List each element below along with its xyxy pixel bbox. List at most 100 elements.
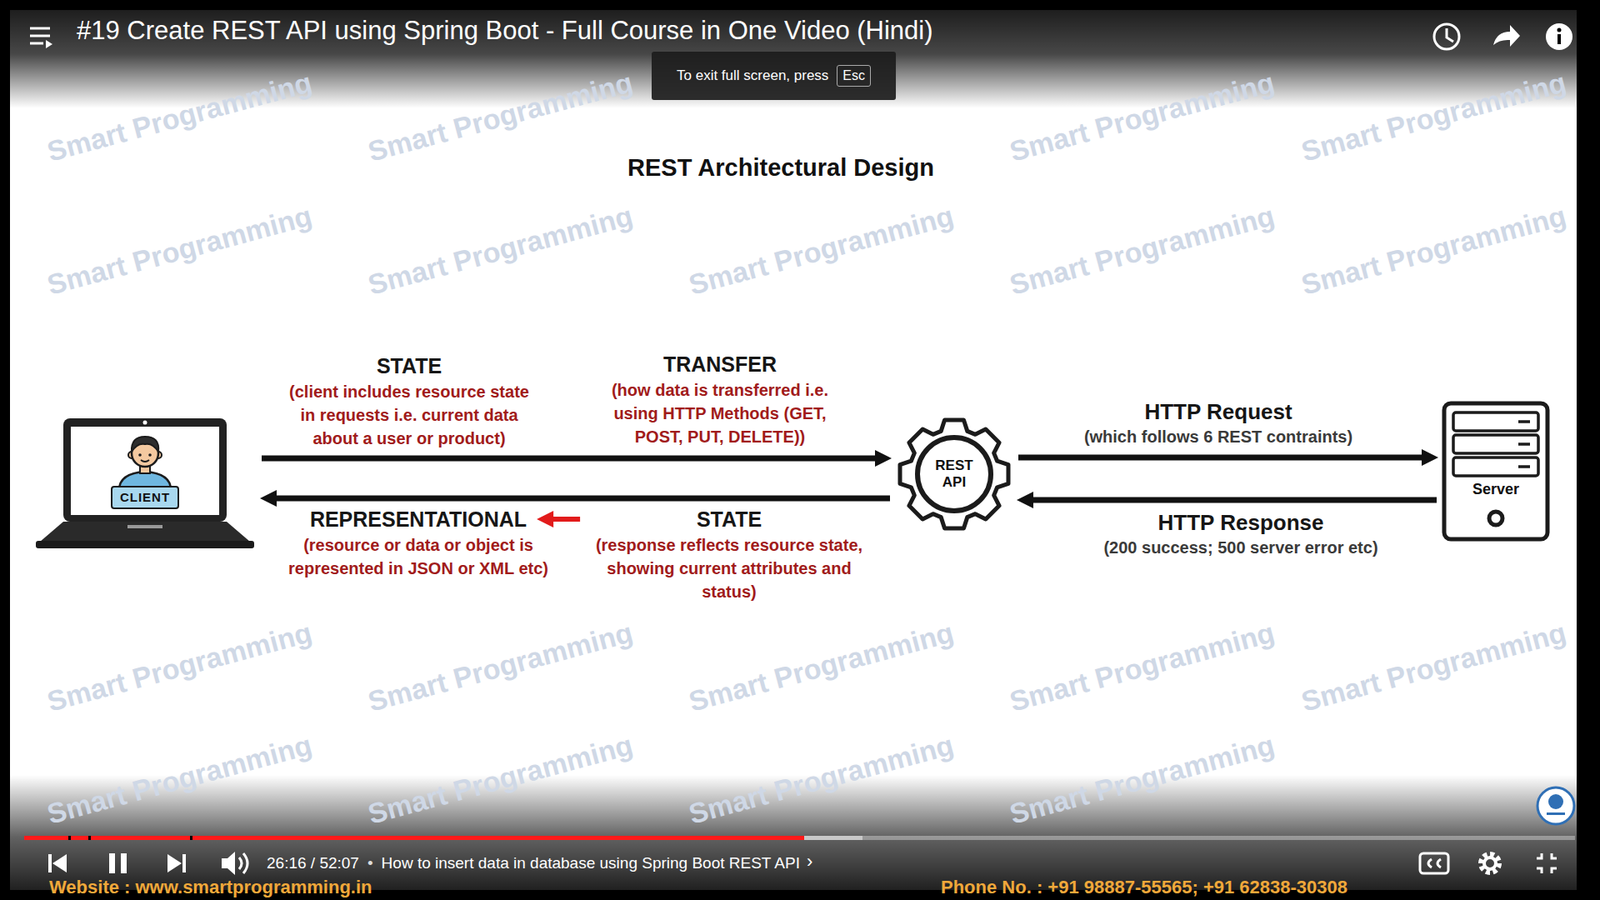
time-display-holder: 26:16 / 52:07 — [266, 854, 360, 874]
settings-teeth — [1480, 854, 1500, 873]
watermark: Smart Programming — [1297, 198, 1570, 302]
watermark-holder: Smart Programming — [1297, 198, 1570, 302]
watermark-holder: Smart Programming — [1005, 615, 1278, 719]
rest-term-holder: REPRESENTATIONAL — [310, 506, 527, 532]
server-label: Server — [1472, 480, 1520, 500]
icon-line — [30, 42, 44, 45]
server-drive-slot — [1518, 442, 1530, 446]
volume-wave — [243, 853, 248, 874]
watermark-holder: Smart Programming — [43, 727, 315, 831]
icon-hands — [1446, 28, 1454, 42]
laptop-camera — [143, 420, 148, 425]
volume-icon — [221, 851, 235, 875]
watermark-holder: Smart Programming — [364, 727, 636, 831]
info-icon — [1545, 23, 1573, 50]
watermark: Smart Programming — [43, 198, 315, 302]
icon-dot — [1557, 28, 1562, 33]
rest-term-holder: STATE — [696, 506, 762, 532]
watermark: Smart Programming — [364, 65, 636, 169]
next-icon-bar — [182, 854, 186, 873]
video-title: #19 Create REST API using Spring Boot - … — [76, 15, 934, 46]
watermark-holder: Smart Programming — [1297, 65, 1570, 169]
client-laptop: CLIENT — [33, 416, 257, 550]
gear-label: REST API — [927, 457, 981, 490]
laptop-trackpad — [127, 525, 163, 529]
server-drive — [1453, 435, 1539, 454]
progress-bar — [24, 835, 1575, 840]
edge-note: (200 success; 500 server error etc) — [1103, 537, 1378, 558]
chapter-gap — [68, 835, 71, 840]
captions-icon — [1420, 853, 1449, 874]
term-explanation: (resource or data or object is represent… — [285, 533, 552, 580]
term-explanation: (how data is transferred i.e. using HTTP… — [599, 378, 841, 449]
watermark: Smart Programming — [364, 198, 636, 302]
channel-logo — [1537, 787, 1575, 825]
separator-holder: • — [367, 854, 374, 874]
rest-api-gear: REST API — [895, 415, 1014, 534]
exit-fullscreen-icon — [1536, 853, 1557, 874]
watermark-holder: Smart Programming — [1297, 615, 1570, 719]
website-banner-holder: Website : www.smartprogramming.in — [49, 876, 373, 899]
logo-ring — [1537, 787, 1575, 825]
server-drive — [1453, 457, 1539, 476]
watermark: Smart Programming — [43, 615, 315, 719]
watermark: Smart Programming — [1005, 198, 1278, 302]
watermark: Smart Programming — [685, 198, 957, 302]
watermark-holder: Smart Programming — [685, 615, 957, 719]
laptop-screen-frame — [63, 418, 227, 522]
rest-term-holder: TRANSFER — [663, 351, 777, 377]
watermark: Smart Programming — [1005, 615, 1278, 719]
laptop-screen — [70, 426, 220, 515]
edge-label: HTTP Request — [1144, 399, 1292, 425]
key-cap: Esc — [836, 65, 871, 86]
watermark: Smart Programming — [1005, 65, 1278, 169]
server-box: Server — [1441, 400, 1550, 542]
prev-icon-bar — [48, 854, 52, 873]
playlist-icon — [30, 28, 53, 49]
settings-ring — [1484, 857, 1496, 870]
watermark: Smart Programming — [43, 727, 315, 831]
rest-term-holder: STATE — [376, 353, 442, 379]
edge-label: HTTP Response — [1158, 510, 1325, 536]
server-drive — [1453, 412, 1539, 431]
share-icon — [1493, 25, 1520, 47]
watermark-holder: Smart Programming — [364, 65, 636, 169]
connector-arrow — [276, 495, 890, 502]
term-explanation: (response reflects resource state, showi… — [591, 533, 867, 604]
laptop-base-edge — [35, 540, 255, 549]
rest-term: STATE — [376, 353, 442, 379]
watermark-holder: Smart Programming — [685, 727, 957, 831]
server-case — [1444, 403, 1548, 540]
time-display: 26:16 / 52:07 — [266, 854, 360, 874]
gear-ring — [917, 437, 991, 511]
volume-wave — [239, 857, 242, 870]
icon-bar — [1557, 34, 1561, 45]
watermark: Smart Programming — [685, 727, 957, 831]
watermark-holder: Smart Programming — [43, 65, 315, 169]
separator: • — [367, 854, 374, 874]
toast-text-holder: To exit full screen, press — [676, 67, 829, 85]
server-outline — [1441, 400, 1550, 542]
watermark-holder: Smart Programming — [1005, 727, 1278, 831]
icon-circle — [1434, 24, 1460, 50]
diagram-title-holder: REST Architectural Design — [627, 153, 935, 183]
diagram-title: REST Architectural Design — [627, 153, 935, 183]
watermark: Smart Programming — [1005, 727, 1278, 831]
watermark-holder: Smart Programming — [1005, 198, 1278, 302]
chapter-chevron: › — [806, 850, 813, 873]
slide-ground — [10, 10, 1577, 890]
pointer-shaft — [550, 516, 580, 522]
icon-circle — [1545, 23, 1573, 50]
gear-teeth — [900, 420, 1009, 529]
person-eye — [148, 453, 152, 457]
rest-term: REPRESENTATIONAL — [310, 506, 527, 532]
icon-line — [30, 27, 50, 30]
phone-banner: Phone No. : +91 98887-55565; +91 62838-3… — [940, 876, 1348, 899]
chapter-title: How to insert data in database using Spr… — [381, 854, 800, 874]
term-explanation-holder: (client includes resource state in reque… — [284, 380, 535, 450]
watermark: Smart Programming — [364, 615, 636, 719]
watermark-holder: Smart Programming — [1005, 65, 1278, 169]
watermark-holder: Smart Programming — [364, 198, 636, 302]
logo-mark — [1548, 794, 1564, 810]
